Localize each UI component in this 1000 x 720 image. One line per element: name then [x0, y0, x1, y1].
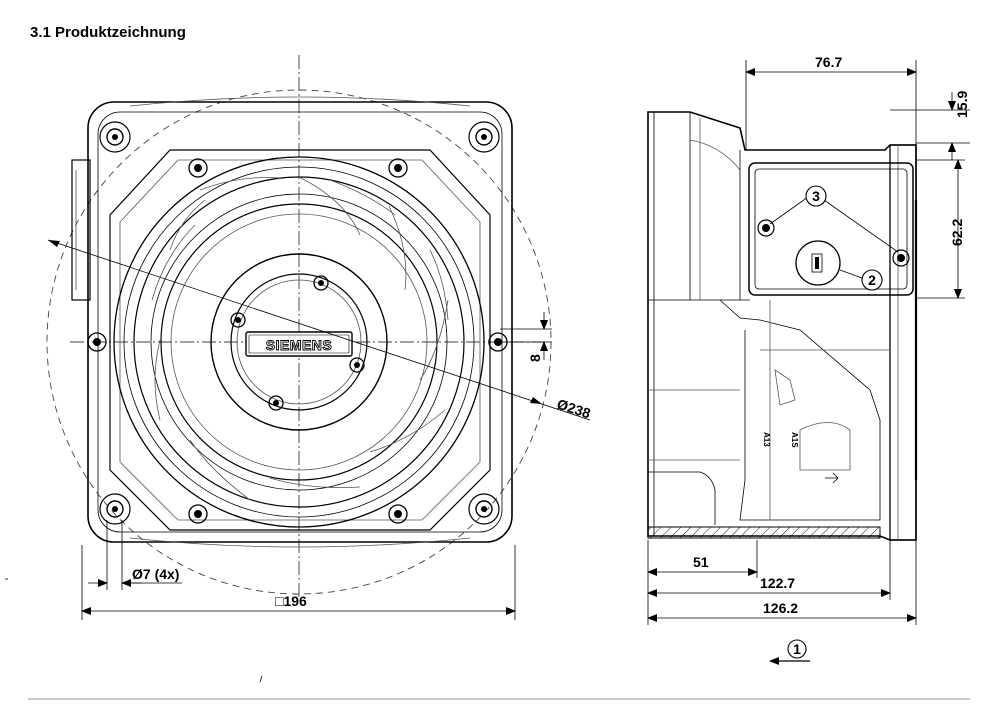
front-view: SIEMENS Ø238 8: [5, 55, 593, 683]
callout-two: [861, 269, 883, 291]
side-label-a: A13: [762, 432, 771, 447]
corner-holes: [99, 121, 500, 525]
ring-inner: [160, 203, 438, 481]
hub-outer: [210, 253, 388, 431]
inner-frame: [109, 149, 491, 531]
dim-depth-mid: 122.7: [760, 575, 795, 591]
side-body-outline: [647, 111, 917, 541]
dim-circle-diameter: Ø238: [555, 396, 593, 422]
brand-logo: SIEMENS: [266, 337, 333, 353]
dim-depth-top: 76.7: [815, 54, 842, 70]
side-flange: [889, 144, 917, 541]
housing-inner-outline: [97, 111, 503, 533]
hatched-section: [647, 526, 881, 539]
dim-box-height: 62.2: [949, 219, 965, 246]
motor-interior: [719, 299, 881, 521]
hub-inner: [230, 273, 368, 411]
dim-square-size: □196: [275, 593, 307, 609]
brand-plate: [245, 331, 353, 357]
callout-three: [805, 185, 827, 207]
callout-one: [787, 639, 807, 659]
electronics-box: [748, 162, 914, 296]
fan-blades: [151, 176, 449, 501]
housing-outline: [87, 101, 513, 543]
callout-one-label: 1: [793, 641, 801, 657]
ring-screws: [87, 158, 508, 524]
dim-inner: 51: [693, 554, 709, 570]
side-protrusion: [71, 159, 91, 301]
callout-three-label: 3: [812, 188, 820, 204]
footer-rule: [28, 698, 970, 700]
page-title: 3.1 Produktzeichnung: [30, 24, 186, 41]
ring-outer: [113, 156, 485, 528]
dim-hole-diameter: Ø7 (4x): [132, 566, 179, 582]
connector: [795, 240, 841, 286]
side-view: 76.7 15.9 62.2: [647, 54, 970, 665]
side-label-b: A1S: [790, 432, 799, 448]
callout-two-label: 2: [868, 272, 876, 288]
box-screw-right: [897, 254, 905, 262]
dim-flange: 15.9: [954, 91, 970, 118]
hub-screws: [230, 275, 365, 411]
dim-depth-total: 126.2: [763, 600, 798, 616]
diameter-line: [47, 239, 591, 421]
box-screw-left: [762, 224, 770, 232]
dim-offset: 8: [527, 354, 543, 362]
